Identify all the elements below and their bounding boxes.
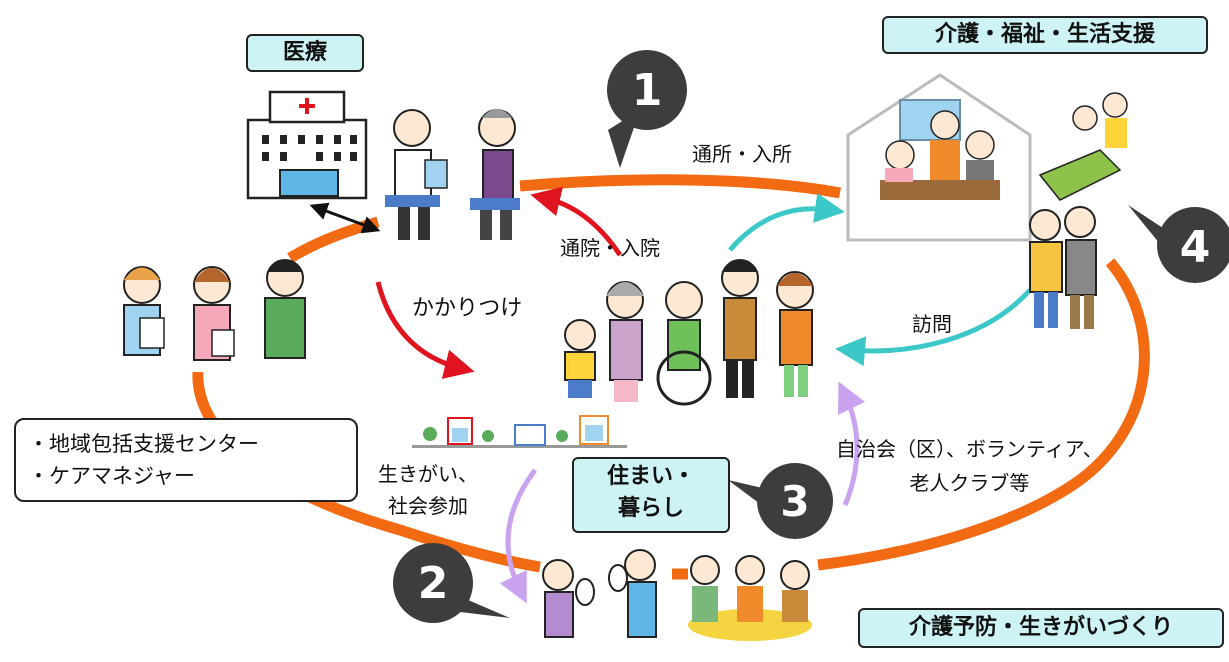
purple-arrows	[499, 381, 866, 604]
ring-topleft-arc	[287, 216, 380, 263]
ring-right-arc	[817, 258, 1150, 571]
red-arrow-tsuin	[530, 186, 623, 257]
cyan-arrows	[728, 193, 1032, 367]
center-label-line1: ・地域包括支援センター	[28, 432, 259, 456]
care-workers-illustration	[123, 259, 306, 361]
cyan-arrow-houmon	[835, 288, 1032, 367]
badge-1: 1	[607, 50, 687, 168]
care-label: 介護・福祉・生活支援	[934, 22, 1155, 47]
hospital-icon	[246, 90, 368, 200]
seniors-activity-illustration	[542, 549, 812, 641]
care-facility-illustration	[846, 73, 1032, 242]
medical-label-box: 医療	[246, 34, 364, 72]
home-visit-illustration	[1029, 92, 1128, 329]
red-arrow-kakaritsuke	[375, 281, 475, 379]
care-label-box: 介護・福祉・生活支援	[882, 16, 1208, 54]
badge-1-number: 1	[632, 65, 663, 116]
doctor-patient-illustration	[385, 109, 520, 240]
red-arrows	[375, 186, 623, 379]
family-illustration	[564, 259, 814, 406]
flow-label-jichikai-line1: 自治会（区）、ボランティア、	[836, 437, 1103, 461]
badge-2-number: 2	[418, 558, 449, 609]
badge-4: 4	[1128, 205, 1229, 283]
center-label-box: ・地域包括支援センター ・ケアマネジャー	[14, 418, 358, 502]
double-arrow	[309, 202, 381, 234]
flow-label-jichikai-line2: 老人クラブ等	[909, 471, 1030, 495]
flow-label-kakaritsuke: かかりつけ	[412, 296, 523, 321]
badge-3: 3	[728, 463, 833, 539]
badge-2: 2	[393, 543, 510, 623]
prevention-label-box: 介護予防・生きがいづくり	[858, 608, 1224, 648]
badge-3-number: 3	[780, 477, 809, 526]
flow-label-ikigai: 生きがい、 社会参加	[378, 458, 478, 522]
flow-label-tsuin: 通院・入院	[560, 236, 660, 260]
housing-label-line1: 住まい・	[606, 464, 695, 489]
flow-label-jichikai: 自治会（区）、ボランティア、 老人クラブ等	[836, 432, 1103, 500]
medical-label: 医療	[282, 40, 327, 65]
town-houses-illustration	[412, 415, 627, 448]
housing-label-box: 住まい・ 暮らし	[572, 457, 730, 533]
cyan-arrow-tsusho	[728, 193, 845, 252]
purple-arrow-ikigai	[499, 468, 538, 604]
prevention-label: 介護予防・生きがいづくり	[908, 615, 1173, 640]
ring-top-arc	[519, 174, 842, 199]
purple-arrow-jichikai	[838, 381, 866, 506]
center-label-line2: ・ケアマネジャー	[28, 464, 195, 488]
badge-4-number: 4	[1180, 222, 1211, 273]
housing-label-line2: 暮らし	[617, 496, 684, 521]
flow-label-ikigai-line1: 生きがい、	[378, 462, 478, 486]
flow-label-ikigai-line2: 社会参加	[388, 494, 468, 518]
flow-label-tsusho: 通所・入所	[692, 142, 792, 166]
flow-label-houmon: 訪問	[912, 312, 952, 336]
